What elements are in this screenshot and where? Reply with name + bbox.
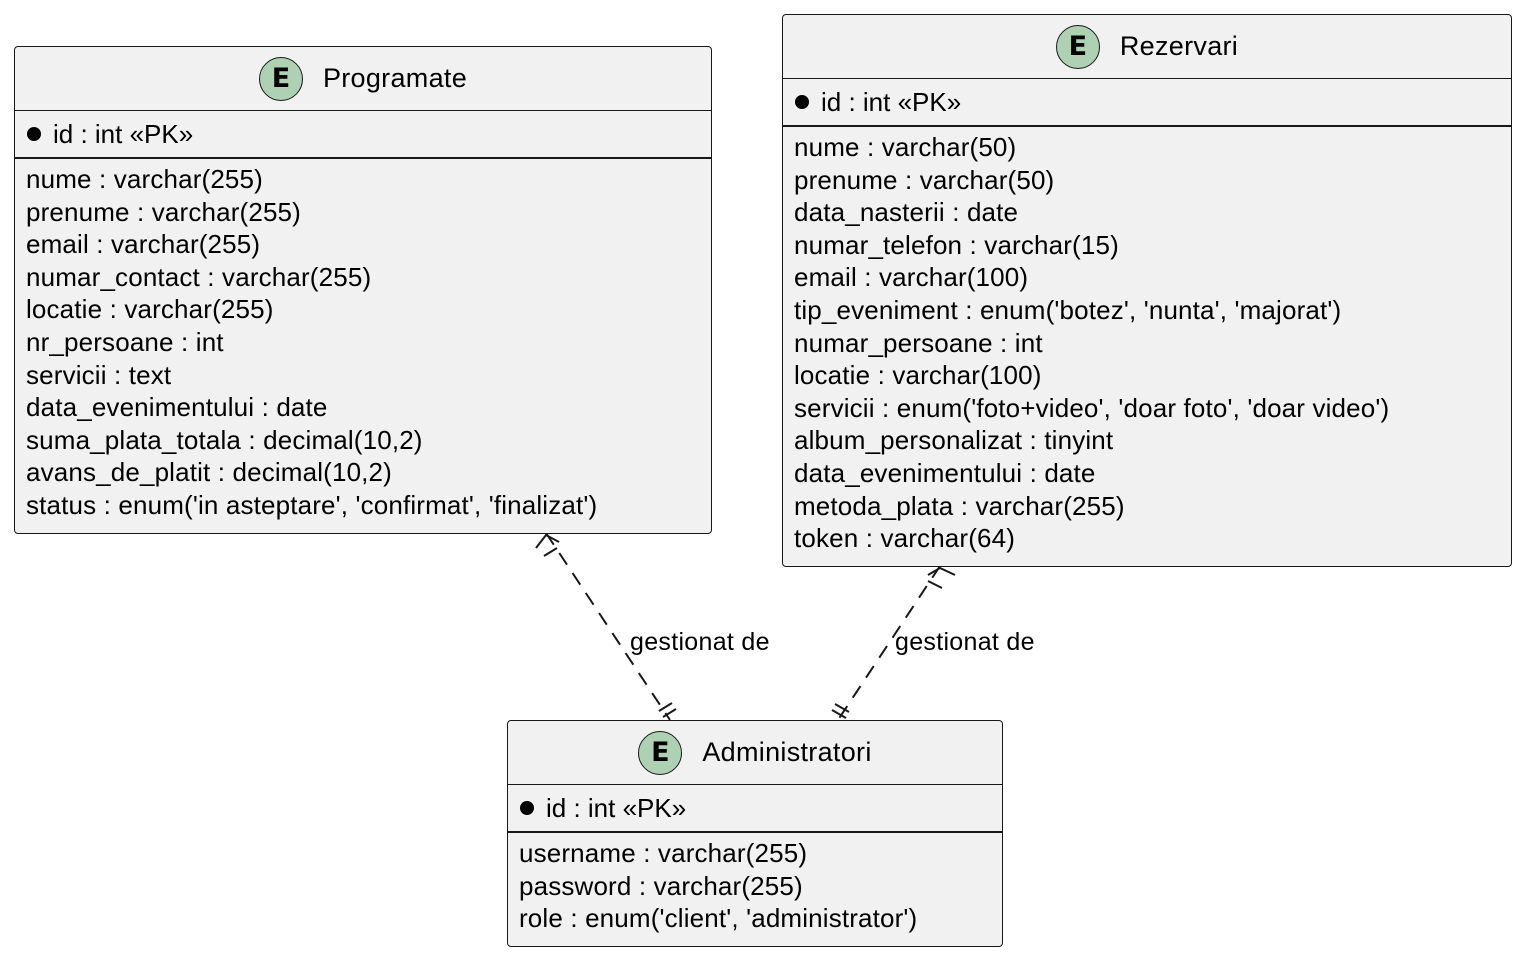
field: data_evenimentului : date xyxy=(794,457,1096,488)
field: role : enum('client', 'administrator') xyxy=(519,903,918,934)
field-list: nume : varchar(50) prenume : varchar(50)… xyxy=(783,127,1511,555)
field-list: username : varchar(255) password : varch… xyxy=(508,833,1002,935)
entity-title: Administratori xyxy=(702,737,872,767)
entity-programate[interactable]: E Programate id : int «PK» nume : varcha… xyxy=(14,46,712,534)
field: tip_eveniment : enum('botez', 'nunta', '… xyxy=(794,294,1342,325)
entity-badge-icon: E xyxy=(258,56,303,101)
primary-key-field: id : int «PK» xyxy=(546,792,687,823)
entity-header: E Rezervari xyxy=(783,15,1511,79)
one-bar-a-rezervari xyxy=(834,703,850,713)
field: token : varchar(64) xyxy=(794,523,1016,554)
field: password : varchar(255) xyxy=(519,870,803,901)
field: album_personalizat : tinyint xyxy=(794,425,1114,456)
primary-key-bullet-icon xyxy=(520,801,534,815)
primary-key-bullet-icon xyxy=(795,95,809,109)
field: prenume : varchar(50) xyxy=(794,164,1055,195)
primary-key-field: id : int «PK» xyxy=(821,86,962,117)
field: username : varchar(255) xyxy=(519,838,808,868)
entity-title: Rezervari xyxy=(1119,31,1239,61)
entity-rezervari[interactable]: E Rezervari id : int «PK» nume : varchar… xyxy=(782,14,1512,567)
primary-key-section: id : int «PK» xyxy=(15,111,711,159)
field: data_evenimentului : date xyxy=(26,392,328,423)
field: metoda_plata : varchar(255) xyxy=(794,490,1125,521)
one-bar-b-rezervari xyxy=(831,709,847,719)
entity-administratori[interactable]: E Administratori id : int «PK» username … xyxy=(507,720,1003,947)
field: nume : varchar(50) xyxy=(794,132,1017,162)
field-list: nume : varchar(255) prenume : varchar(25… xyxy=(15,159,711,522)
crowsfoot-programate xyxy=(535,533,560,549)
primary-key-section: id : int «PK» xyxy=(783,79,1511,127)
field: numar_contact : varchar(255) xyxy=(26,261,372,292)
field: status : enum('in asteptare', 'confirmat… xyxy=(26,489,598,520)
field: numar_persoane : int xyxy=(794,327,1043,358)
field: servicii : enum('foto+video', 'doar foto… xyxy=(794,392,1390,423)
one-bar-b-programate xyxy=(662,708,677,718)
primary-key-field: id : int «PK» xyxy=(53,118,194,149)
relation-line-rezervari xyxy=(837,565,941,721)
entity-header: E Programate xyxy=(15,47,711,111)
field: numar_telefon : varchar(15) xyxy=(794,229,1119,260)
field: avans_de_platit : decimal(10,2) xyxy=(26,457,392,488)
relation-label-rezervari: gestionat de xyxy=(895,628,1035,656)
crowsfoot-bar-programate xyxy=(543,547,558,557)
field: data_nasterii : date xyxy=(794,197,1019,228)
field: email : varchar(100) xyxy=(794,262,1029,293)
entity-title: Programate xyxy=(322,63,468,93)
relation-label-programate: gestionat de xyxy=(630,628,770,656)
field: nume : varchar(255) xyxy=(26,164,263,194)
primary-key-bullet-icon xyxy=(27,127,41,141)
field: email : varchar(255) xyxy=(26,229,261,260)
crowsfoot-rezervari xyxy=(927,566,956,576)
field: suma_plata_totala : decimal(10,2) xyxy=(26,424,423,455)
field: servicii : text xyxy=(26,359,172,390)
crowsfoot-bar-rezervari xyxy=(927,580,943,589)
field: locatie : varchar(100) xyxy=(794,360,1042,391)
entity-badge-icon: E xyxy=(1055,24,1100,69)
primary-key-section: id : int «PK» xyxy=(508,785,1002,833)
field: locatie : varchar(255) xyxy=(26,294,274,325)
entity-header: E Administratori xyxy=(508,721,1002,785)
field: nr_persoane : int xyxy=(26,326,224,357)
one-bar-a-programate xyxy=(658,702,673,712)
relation-line-programate xyxy=(545,532,671,721)
entity-badge-icon: E xyxy=(638,730,683,775)
field: prenume : varchar(255) xyxy=(26,196,301,227)
